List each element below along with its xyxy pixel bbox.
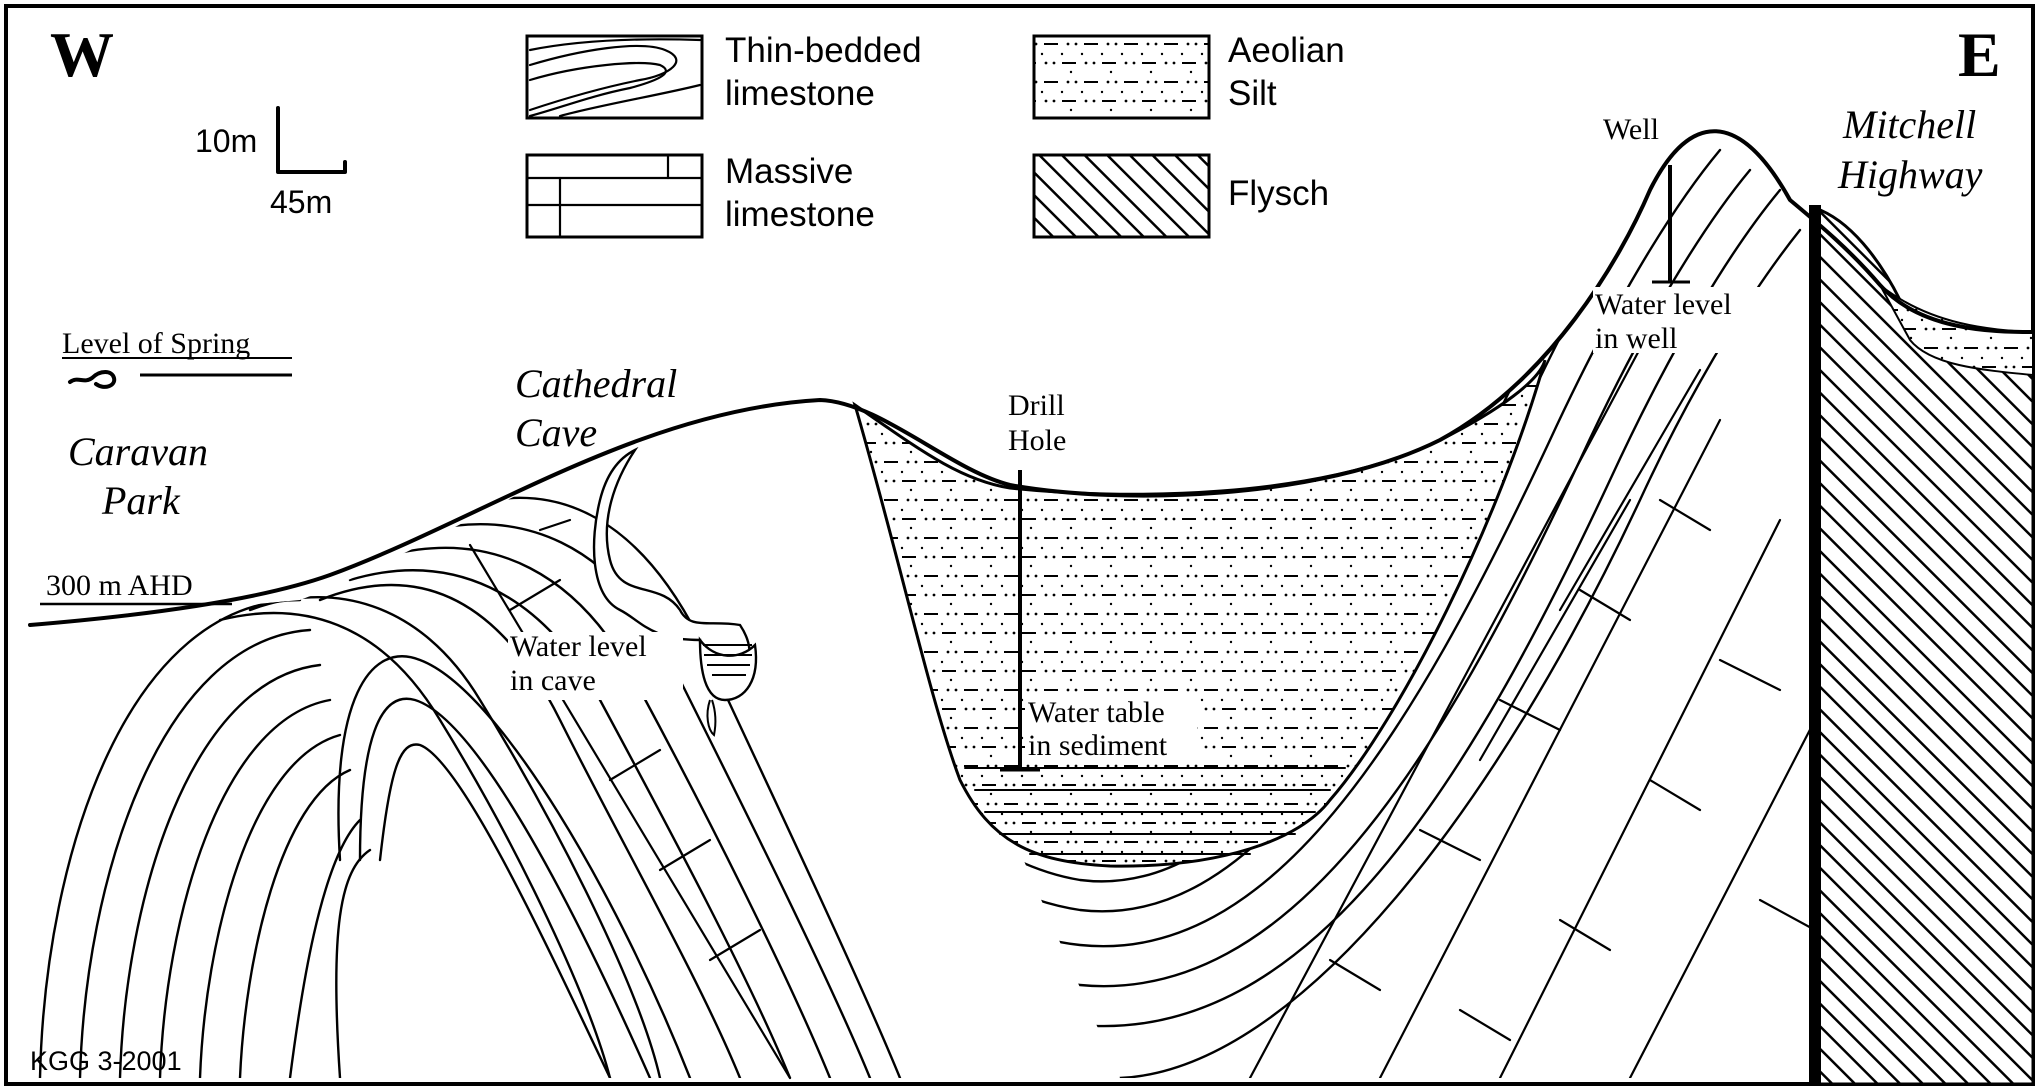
legend-thin-bedded-swatch — [525, 34, 704, 120]
mitchell-highway-label-1: Mitchell — [1842, 102, 1976, 147]
caravan-park-label-1: Caravan — [68, 429, 208, 474]
west-label: W — [50, 19, 114, 90]
drill-hole-label-2: Hole — [1008, 424, 1066, 457]
legend-aeolian-label-1: Aeolian — [1228, 31, 1345, 70]
level-of-spring-label: Level of Spring — [62, 327, 250, 360]
water-level-well-label-1: Water level — [1595, 288, 1732, 321]
legend-aeolian-swatch — [1032, 34, 1211, 120]
water-table-label: Water table in sediment — [1025, 696, 1197, 762]
cathedral-cave-label-1: Cathedral — [515, 361, 677, 406]
legend-flysch-label: Flysch — [1228, 174, 1329, 213]
legend-massive-swatch — [525, 153, 704, 239]
scale-horizontal-label: 45m — [270, 184, 332, 220]
saturated-sediment — [964, 767, 1346, 855]
aeolian-silt-cap — [1879, 284, 2034, 377]
east-label: E — [1958, 19, 2001, 90]
datum-label: 300 m AHD — [46, 569, 193, 602]
cathedral-cave-passage — [592, 446, 758, 737]
thin-bedded-limestone-west — [38, 496, 902, 1078]
water-level-cave-label-1: Water level — [510, 630, 647, 663]
credit-label: KGG 3-2001 — [30, 1046, 182, 1076]
legend-thin-bedded-label-2: limestone — [725, 74, 875, 113]
legend-massive-label-2: limestone — [725, 195, 875, 234]
water-level-well-label-2: in well — [1595, 322, 1678, 355]
scale-bar: 10m 45m — [195, 106, 347, 220]
mitchell-highway-label-2: Highway — [1837, 152, 1983, 197]
caravan-park-label-2: Park — [101, 478, 181, 523]
well-label: Well — [1603, 113, 1659, 146]
spring-icon — [68, 370, 117, 389]
cathedral-cave-label-2: Cave — [515, 410, 597, 455]
water-level-cave-label: Water level in cave — [508, 630, 683, 700]
water-table-label-2: in sediment — [1028, 729, 1168, 762]
legend-flysch-swatch — [1032, 153, 1211, 239]
legend-massive-label-1: Massive — [725, 152, 853, 191]
ground-surface — [28, 129, 2035, 627]
drill-hole-label: Drill Hole — [1008, 389, 1066, 457]
water-level-cave-label-2: in cave — [510, 664, 596, 697]
water-table-label-1: Water table — [1028, 696, 1165, 729]
scale-vertical-label: 10m — [195, 123, 257, 159]
water-level-well-label: Water level in well — [1593, 287, 1769, 355]
legend-thin-bedded-label-1: Thin-bedded — [725, 31, 922, 70]
legend-aeolian-label-2: Silt — [1228, 74, 1277, 113]
level-of-spring-key: Level of Spring — [62, 327, 292, 389]
well — [1652, 165, 1690, 284]
drill-hole-label-1: Drill — [1008, 389, 1065, 422]
legend: Thin-bedded limestone Massive limestone … — [525, 31, 1345, 239]
drill-hole — [1000, 470, 1040, 772]
